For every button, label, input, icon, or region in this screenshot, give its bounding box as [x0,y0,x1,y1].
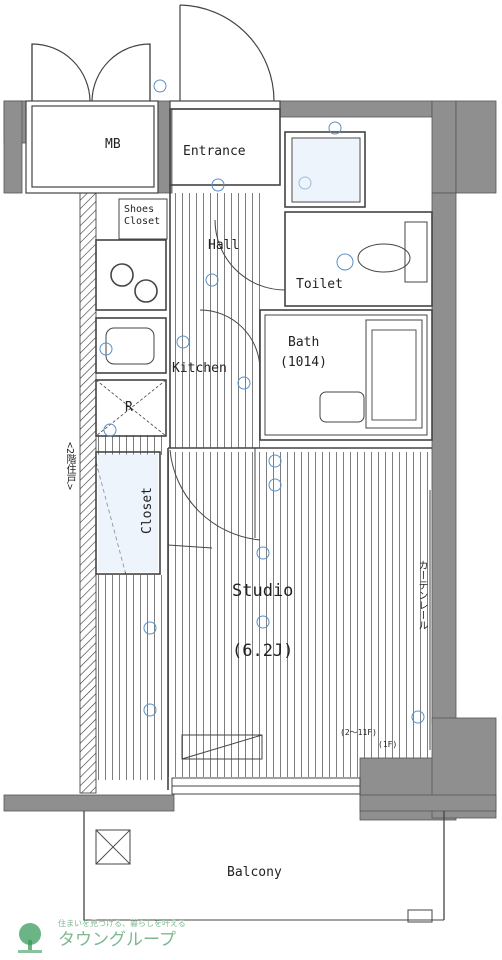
structure-walls [3,100,497,821]
room-label-hall: Hall [208,238,240,253]
note-curtain-rail: カーテンレール [416,560,427,630]
room-label-refrigerator: R [125,400,133,415]
room-label-balcony: Balcony [227,865,282,880]
room-label-mb: MB [105,137,121,152]
note-left-wall: <2階住戸> [64,442,75,491]
note-ceiling-2: (1F) [378,740,398,749]
room-label-shoes: Shoes [124,204,155,215]
room-label-entrance: Entrance [183,144,246,159]
closet-lower-floor [96,575,168,780]
room-label-toilet: Toilet [296,277,343,292]
brand-logo-icon [18,923,42,953]
room-label-kitchen: Kitchen [172,361,227,376]
balcony [83,811,445,923]
mb-box [25,43,159,194]
studio-floor [168,452,432,777]
closet-fill [98,454,158,572]
watermark-brand: タウングループ [58,930,176,950]
washroom-fill [293,139,359,201]
kitchen-lower-floor [96,435,168,455]
note-ceiling-1: (2～11F) [340,728,377,737]
room-label-shoes-closet: Closet [124,216,161,227]
room-label-studio: Studio [232,581,294,601]
outlet-symbols [99,79,425,724]
entrance-door [169,4,281,110]
room-label-closet: Closet [140,487,155,534]
interior-walls [95,108,433,795]
room-label-studio-size: (6.2J) [232,641,294,661]
watermark-tagline: 住まいを見つける、暮らしを叶える [58,919,186,928]
hall-kitchen-floor [170,193,262,448]
room-label-bath-size: (1014) [280,355,327,370]
room-label-bath: Bath [288,335,320,350]
brand-watermark: 住まいを見つける、暮らしを叶える タウングループ [12,918,202,956]
